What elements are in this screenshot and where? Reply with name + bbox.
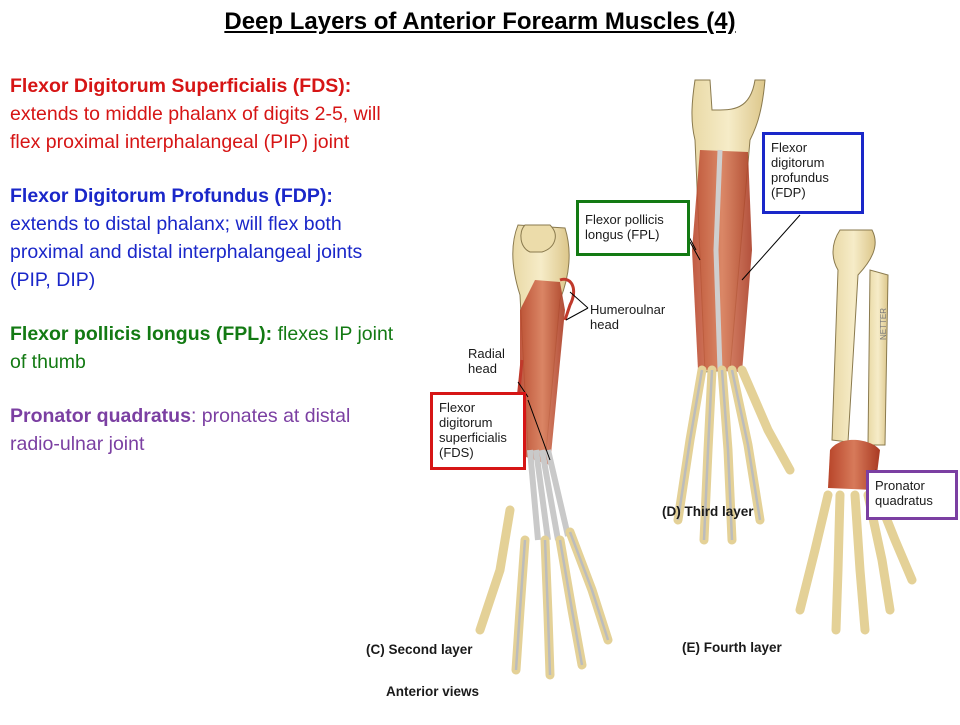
- note-fpl-head: Flexor pollicis longus (FPL):: [10, 323, 273, 345]
- label-box-fpl: Flexor pollicis longus (FPL): [576, 200, 690, 256]
- label-radial-head: Radial head: [468, 346, 505, 376]
- note-fpl-body: flexes IP joint of thumb: [10, 323, 394, 373]
- note-fds-head: Flexor Digitorum Superficialis (FDS):: [10, 75, 352, 97]
- note-fpl: Flexor pollicis longus (FPL): flexes IP …: [10, 320, 395, 376]
- label-box-fds: Flexor digitorum superficialis (FDS): [430, 392, 526, 470]
- label-fpl-line1: Flexor pollicis: [585, 212, 664, 227]
- note-pq: Pronator quadratus: pronates at distal r…: [10, 402, 395, 458]
- note-fds: Flexor Digitorum Superficialis (FDS): ex…: [10, 72, 395, 156]
- note-fdp-body: extends to distal phalanx; will flex bot…: [10, 213, 363, 291]
- label-pq-line2: quadratus: [875, 493, 933, 508]
- label-fds-line1: Flexor: [439, 400, 476, 415]
- note-fds-body: extends to middle phalanx of digits 2-5,…: [10, 103, 381, 153]
- label-fds-line2: digitorum: [439, 415, 493, 430]
- third-layer-arm: [673, 79, 795, 545]
- label-fds-line4: (FDS): [439, 445, 474, 460]
- artist-signature: NETTER: [879, 308, 888, 340]
- label-radial-line1: Radial: [468, 346, 505, 361]
- label-fdp-line4: (FDP): [771, 185, 806, 200]
- note-fdp: Flexor Digitorum Profundus (FDP): extend…: [10, 182, 395, 294]
- caption-anterior-views: Anterior views: [386, 684, 480, 699]
- label-fdp-line2: digitorum: [771, 155, 825, 170]
- label-box-fdp: Flexor digitorum profundus (FDP): [762, 132, 864, 214]
- label-fds-line3: superficialis: [439, 430, 507, 445]
- forearm-drawing: [475, 79, 917, 680]
- label-radial-line2: head: [468, 361, 497, 376]
- note-fdp-head: Flexor Digitorum Profundus (FDP):: [10, 185, 333, 207]
- page-title: Deep Layers of Anterior Forearm Muscles …: [224, 8, 736, 35]
- caption-third-layer: (D) Third layer: [662, 504, 754, 519]
- notes-panel: Flexor Digitorum Superficialis (FDS): ex…: [10, 72, 395, 484]
- caption-fourth-layer: (E) Fourth layer: [682, 640, 782, 655]
- label-box-pq: Pronator quadratus: [866, 470, 958, 520]
- label-pq-line1: Pronator: [875, 478, 925, 493]
- note-pq-head: Pronator quadratus: [10, 405, 191, 427]
- leader-lines: [517, 214, 886, 479]
- forearm-illustration: Humeroulnar head Radial head Flexor digi…: [360, 70, 960, 725]
- label-humeroulnar-line2: head: [590, 317, 619, 332]
- note-pq-body: : pronates at distal radio-ulnar joint: [10, 405, 351, 455]
- fourth-layer-arm: [795, 229, 917, 635]
- caption-second-layer: (C) Second layer: [366, 642, 473, 657]
- label-humeroulnar-line1: Humeroulnar: [590, 302, 666, 317]
- label-fdp-line3: profundus: [771, 170, 829, 185]
- label-fpl-line2: longus (FPL): [585, 227, 660, 242]
- label-humeroulnar: Humeroulnar head: [590, 302, 665, 332]
- label-fdp-line1: Flexor: [771, 140, 808, 155]
